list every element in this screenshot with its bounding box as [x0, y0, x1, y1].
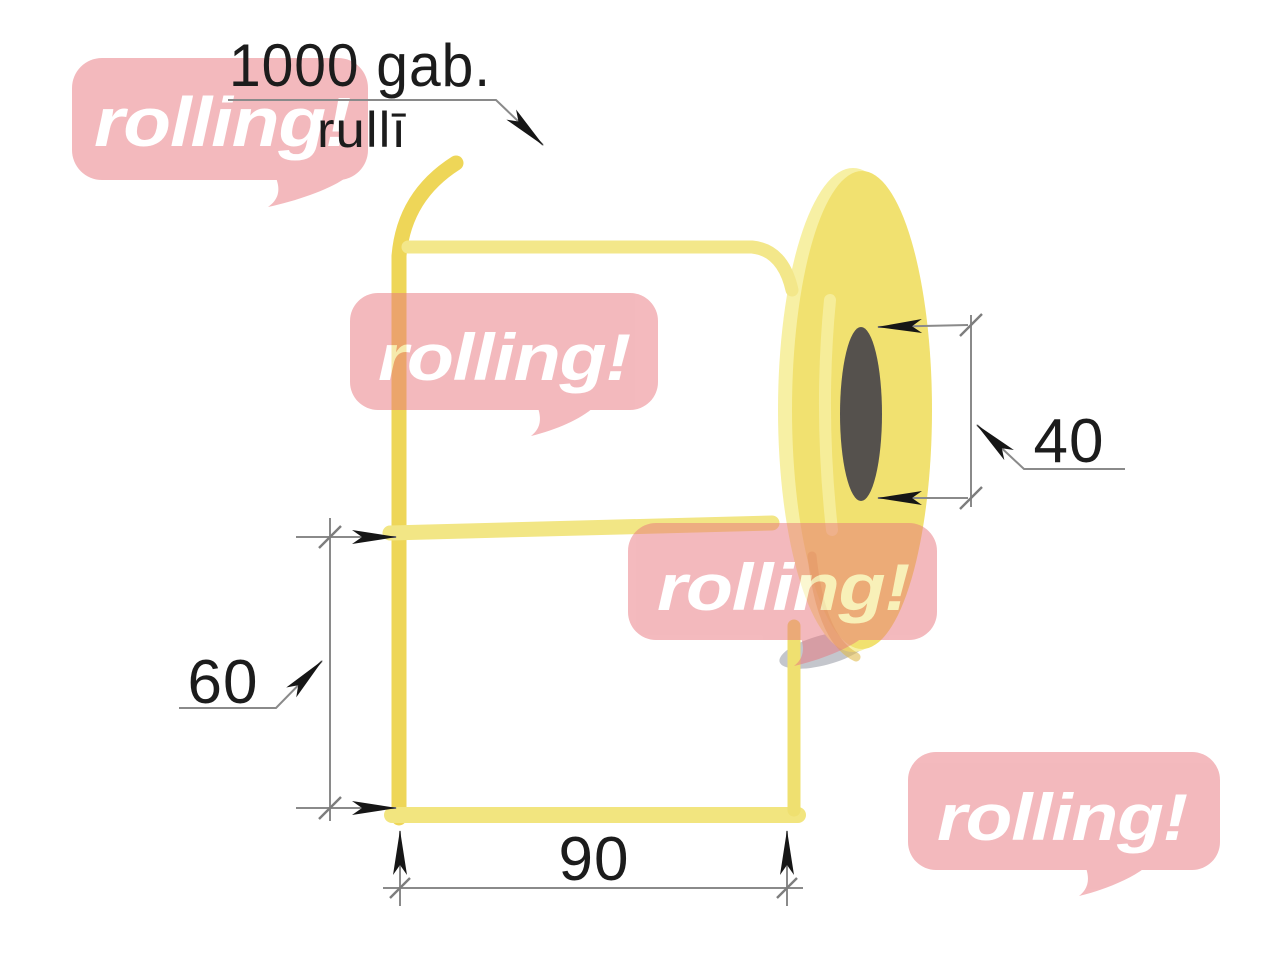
speech-bubble-tail: [268, 178, 344, 207]
watermark-brand-text: rolling!: [378, 320, 630, 394]
watermark-top-left: rolling!: [72, 58, 368, 207]
height-tick-top: [318, 525, 342, 549]
speech-bubble: [628, 523, 937, 640]
watermark-brand-text: rolling!: [937, 780, 1187, 854]
width-tick-left: [389, 877, 411, 899]
label-strip: [382, 155, 806, 826]
core-dimension-value: 40: [1034, 407, 1105, 476]
core-leader-line: [976, 424, 1125, 470]
quantity-label-line2: rullī: [317, 102, 407, 158]
height-leader-line: [179, 660, 323, 709]
quantity-label-line1: 1000 gab.: [229, 32, 491, 99]
speech-bubble-tail: [531, 407, 594, 436]
dimension-annotations: 1000 gab. rullī 90 60 40: [179, 32, 1125, 906]
width-tick-right: [776, 877, 798, 899]
strip-top-edge: [401, 240, 799, 297]
watermarks: rolling! rolling! rolling! rolling!: [72, 58, 1220, 896]
speech-bubble: [350, 293, 658, 410]
height-dimension-value: 60: [188, 648, 259, 717]
core-tick-bottom: [959, 486, 983, 510]
watermark-brand-text: rolling!: [657, 550, 909, 624]
speech-bubble: [908, 752, 1220, 870]
roll-core-hole: [840, 327, 882, 501]
height-tick-bottom: [318, 796, 342, 820]
strip-left-edge-curl: [391, 155, 464, 826]
core-arrow-top: [877, 319, 969, 334]
width-dimension-value: 90: [559, 825, 630, 894]
roll-inner-highlight: [818, 294, 838, 536]
speech-bubble-tail: [794, 638, 862, 666]
watermark-brand-text: rolling!: [94, 83, 351, 161]
watermark-center: rolling!: [350, 293, 658, 436]
core-tick-top: [959, 313, 983, 337]
watermark-center-right: rolling!: [628, 523, 937, 666]
speech-bubble-tail: [1079, 867, 1146, 896]
watermark-bottom-right: rolling!: [908, 752, 1220, 896]
speech-bubble: [72, 58, 368, 180]
quantity-leader-line: [228, 99, 544, 146]
